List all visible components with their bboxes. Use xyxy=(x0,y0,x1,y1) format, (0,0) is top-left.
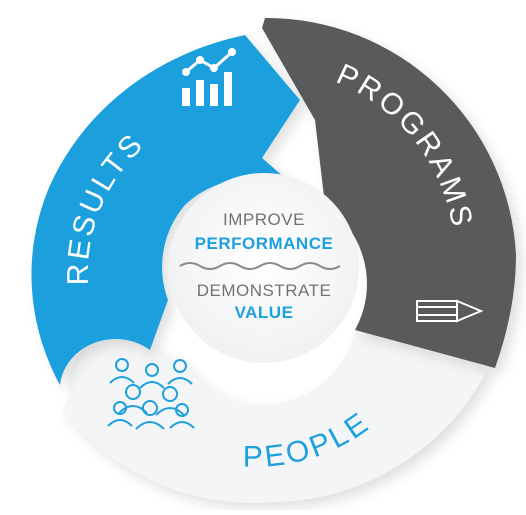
results-segment[interactable] xyxy=(31,35,316,385)
hub-performance: PERFORMANCE xyxy=(195,234,334,253)
hub-value: VALUE xyxy=(235,303,294,322)
bar-chart-icon xyxy=(182,48,236,106)
hub-improve: IMPROVE xyxy=(223,210,305,229)
hub-demonstrate: DEMONSTRATE xyxy=(197,281,332,300)
programs-segment[interactable] xyxy=(262,17,516,368)
hub-wave-divider xyxy=(179,262,341,270)
pencil-icon xyxy=(416,299,484,323)
hub-circle xyxy=(169,173,359,363)
people-segment[interactable] xyxy=(62,330,488,503)
people-group-icon xyxy=(107,358,195,430)
